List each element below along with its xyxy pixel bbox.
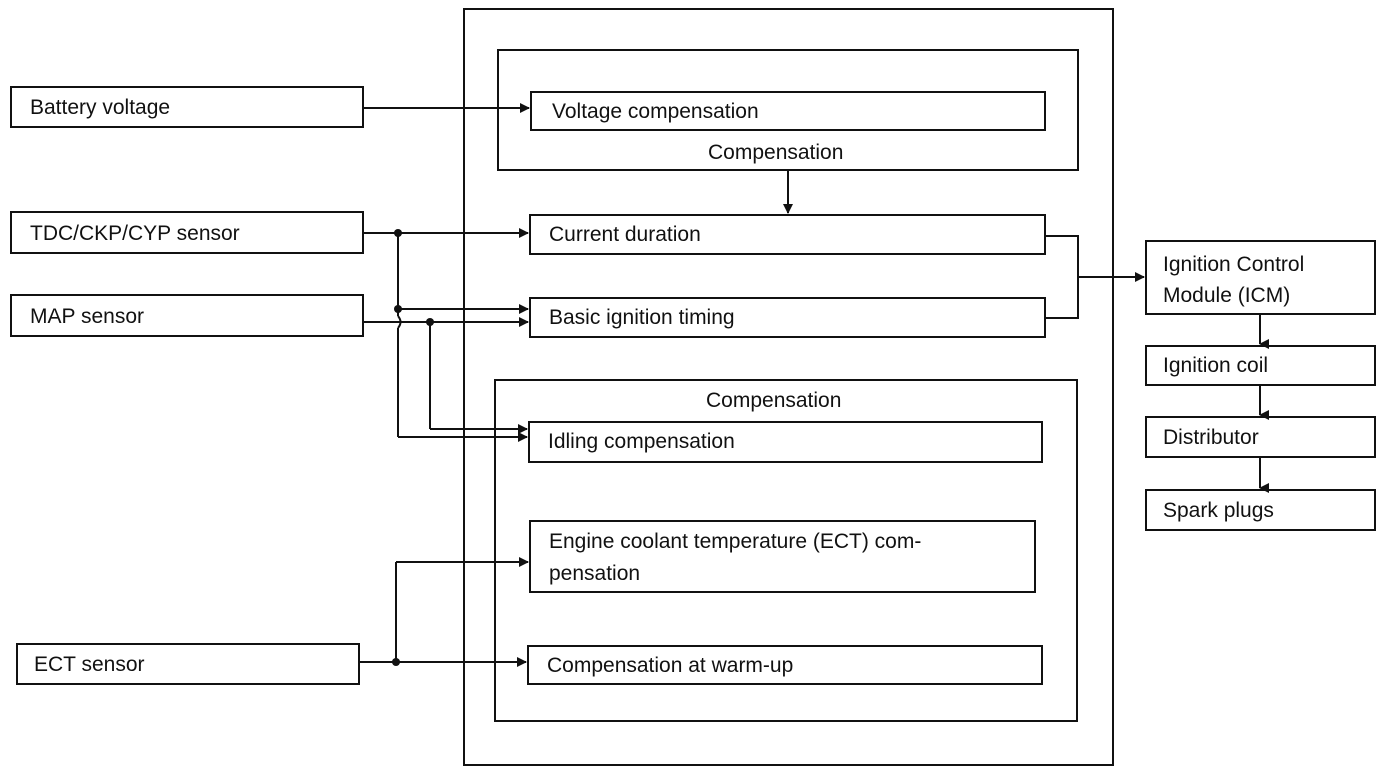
voltage-compensation-label: Voltage compensation — [552, 100, 759, 123]
junction-tdc-basic — [394, 305, 402, 313]
basic-ignition-timing-box: Basic ignition timing — [529, 297, 1046, 338]
basic-ignition-timing-label: Basic ignition timing — [549, 306, 735, 329]
tdc-sensor-box: TDC/CKP/CYP sensor — [10, 211, 364, 254]
ect-compensation-label-line2: pensation — [549, 562, 641, 585]
ignition-coil-label: Ignition coil — [1163, 354, 1269, 377]
compensation-group-top — [497, 49, 1079, 171]
compensation-group-bottom — [494, 379, 1078, 722]
current-duration-label: Current duration — [549, 223, 701, 246]
warmup-compensation-label: Compensation at warm-up — [547, 654, 794, 677]
warmup-compensation-box: Compensation at warm-up — [527, 645, 1043, 685]
ect-compensation-label-line1: Engine coolant temperature (ECT) com- — [549, 530, 922, 553]
tdc-sensor-label: TDC/CKP/CYP sensor — [30, 222, 240, 245]
battery-voltage-box: Battery voltage — [10, 86, 364, 128]
distributor-box: Distributor — [1145, 416, 1376, 458]
map-sensor-box: MAP sensor — [10, 294, 364, 337]
voltage-compensation-box: Voltage compensation — [530, 91, 1046, 131]
icm-label-line2: Module (ICM) — [1163, 284, 1291, 307]
compensation-top-label: Compensation — [708, 141, 844, 164]
icm-label-line1: Ignition Control — [1163, 253, 1305, 276]
idling-compensation-label: Idling compensation — [548, 430, 735, 453]
compensation-bottom-label: Compensation — [706, 389, 842, 412]
junction-ect — [392, 658, 400, 666]
ect-sensor-box: ECT sensor — [16, 643, 360, 685]
icm-box: Ignition Control Module (ICM) — [1145, 240, 1376, 315]
ignition-coil-box: Ignition coil — [1145, 345, 1376, 386]
junction-map — [426, 318, 434, 326]
distributor-label: Distributor — [1163, 426, 1259, 449]
idling-compensation-box: Idling compensation — [528, 421, 1043, 463]
map-sensor-label: MAP sensor — [30, 305, 144, 328]
ect-sensor-label: ECT sensor — [34, 653, 145, 676]
junction-tdc — [394, 229, 402, 237]
merge-current — [1046, 235, 1079, 319]
current-duration-box: Current duration — [529, 214, 1046, 255]
ect-compensation-box: Engine coolant temperature (ECT) com- pe… — [529, 520, 1036, 593]
ecu-frame — [463, 8, 1114, 766]
spark-plugs-label: Spark plugs — [1163, 499, 1274, 522]
battery-voltage-label: Battery voltage — [30, 96, 171, 119]
